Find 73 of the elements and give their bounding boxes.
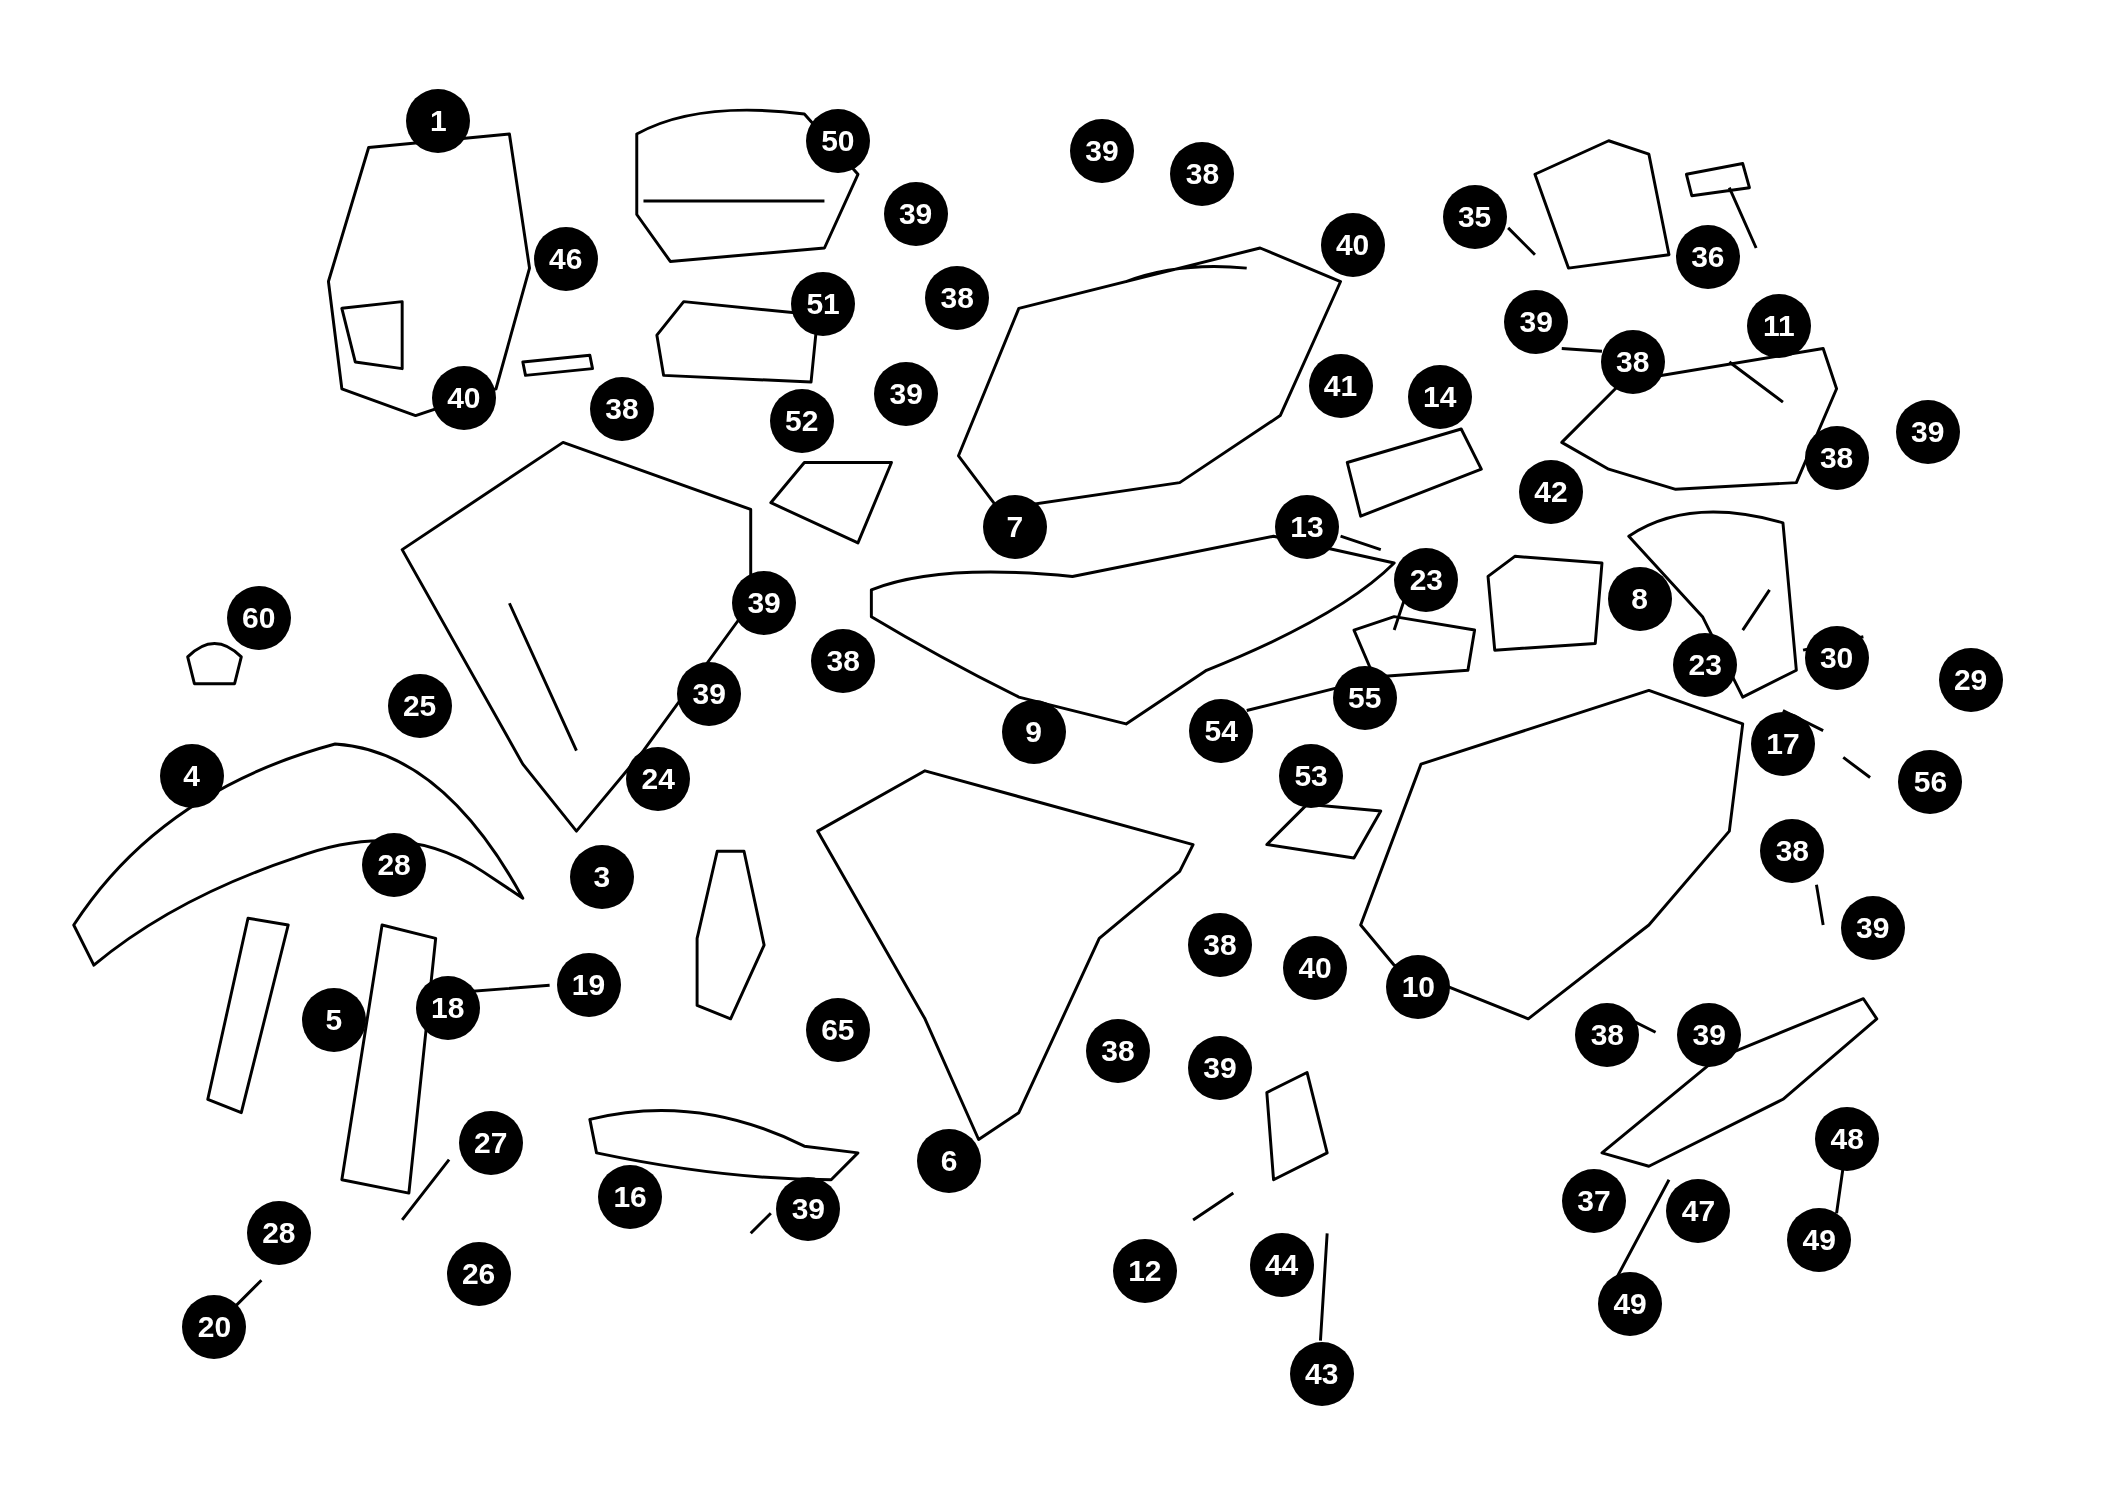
callout-number: 12 (1112, 1238, 1177, 1303)
callout-number: 39 (1187, 1036, 1252, 1101)
callout-number: 20 (182, 1295, 247, 1360)
callout-number: 40 (1320, 213, 1385, 278)
callout-number: 38 (811, 628, 876, 693)
callout-number: 8 (1607, 567, 1672, 632)
callout-number: 4 (159, 744, 224, 809)
callout-number: 38 (1760, 819, 1825, 884)
callout-number: 23 (1673, 632, 1738, 697)
callout-number: 37 (1561, 1169, 1626, 1234)
callout-number: 11 (1746, 293, 1811, 358)
callout-number: 39 (874, 362, 939, 427)
callout-number: 47 (1666, 1178, 1731, 1243)
callout-number: 43 (1289, 1342, 1354, 1407)
callout-number: 3 (569, 844, 634, 909)
callout-number: 46 (533, 226, 598, 291)
callout-number: 53 (1279, 744, 1344, 809)
callout-number: 38 (1187, 913, 1252, 978)
callout-number: 26 (446, 1241, 511, 1306)
callout-number: 23 (1394, 548, 1459, 613)
callout-number: 7 (982, 494, 1047, 559)
callout-number: 13 (1275, 494, 1340, 559)
callout-number: 40 (1283, 935, 1348, 1000)
callout-number: 39 (776, 1177, 841, 1242)
callout-number: 17 (1750, 712, 1815, 776)
callout-number: 38 (925, 265, 990, 330)
callout-number: 38 (1600, 329, 1665, 394)
callout-number: 38 (590, 376, 654, 441)
callout-number: 38 (1804, 426, 1869, 491)
callout-number: 9 (1001, 699, 1066, 764)
callout-number: 42 (1519, 460, 1583, 524)
callout-number: 49 (1598, 1272, 1663, 1337)
callout-number: 39 (1895, 399, 1960, 464)
callout-number: 39 (677, 662, 742, 727)
callout-number: 25 (387, 674, 452, 739)
callout-number: 51 (791, 272, 856, 337)
callout-number: 14 (1407, 364, 1472, 429)
callout-number: 38 (1575, 1002, 1640, 1067)
callout-number: 56 (1898, 749, 1963, 814)
callout-number: 35 (1442, 185, 1507, 250)
callout-number: 39 (883, 182, 948, 247)
callout-number: 28 (246, 1201, 311, 1266)
callout-number: 30 (1804, 626, 1869, 691)
callout-number: 18 (415, 976, 480, 1041)
callout-number: 52 (769, 388, 834, 453)
callout-number: 40 (431, 366, 496, 431)
callout-number: 27 (458, 1111, 523, 1176)
callout-number: 50 (805, 108, 870, 173)
callout-number: 10 (1386, 954, 1451, 1019)
callout-number: 39 (1840, 895, 1905, 960)
callout-number: 60 (226, 586, 291, 650)
callout-number: 44 (1249, 1233, 1314, 1298)
callout-number: 39 (732, 571, 797, 636)
callout-number: 6 (917, 1128, 982, 1193)
callout-number: 5 (301, 988, 366, 1053)
callout-number: 39 (1069, 119, 1134, 184)
callout-number: 49 (1787, 1208, 1852, 1272)
callout-number: 39 (1504, 289, 1569, 354)
callout-number: 1 (406, 88, 471, 153)
callout-number: 41 (1308, 354, 1373, 419)
callout-number: 54 (1189, 698, 1254, 763)
callout-number: 39 (1677, 1002, 1742, 1067)
callout-number: 48 (1815, 1107, 1880, 1172)
callout-number: 16 (598, 1165, 663, 1230)
callout-number: 38 (1170, 142, 1235, 207)
callout-number: 28 (362, 832, 427, 897)
callout-number: 24 (626, 746, 691, 811)
callout-number: 38 (1086, 1019, 1150, 1083)
callout-number: 65 (805, 997, 870, 1062)
callout-number: 55 (1332, 666, 1397, 731)
callout-number: 19 (556, 953, 621, 1018)
callout-number: 29 (1938, 647, 2003, 712)
callout-number: 36 (1675, 225, 1740, 290)
